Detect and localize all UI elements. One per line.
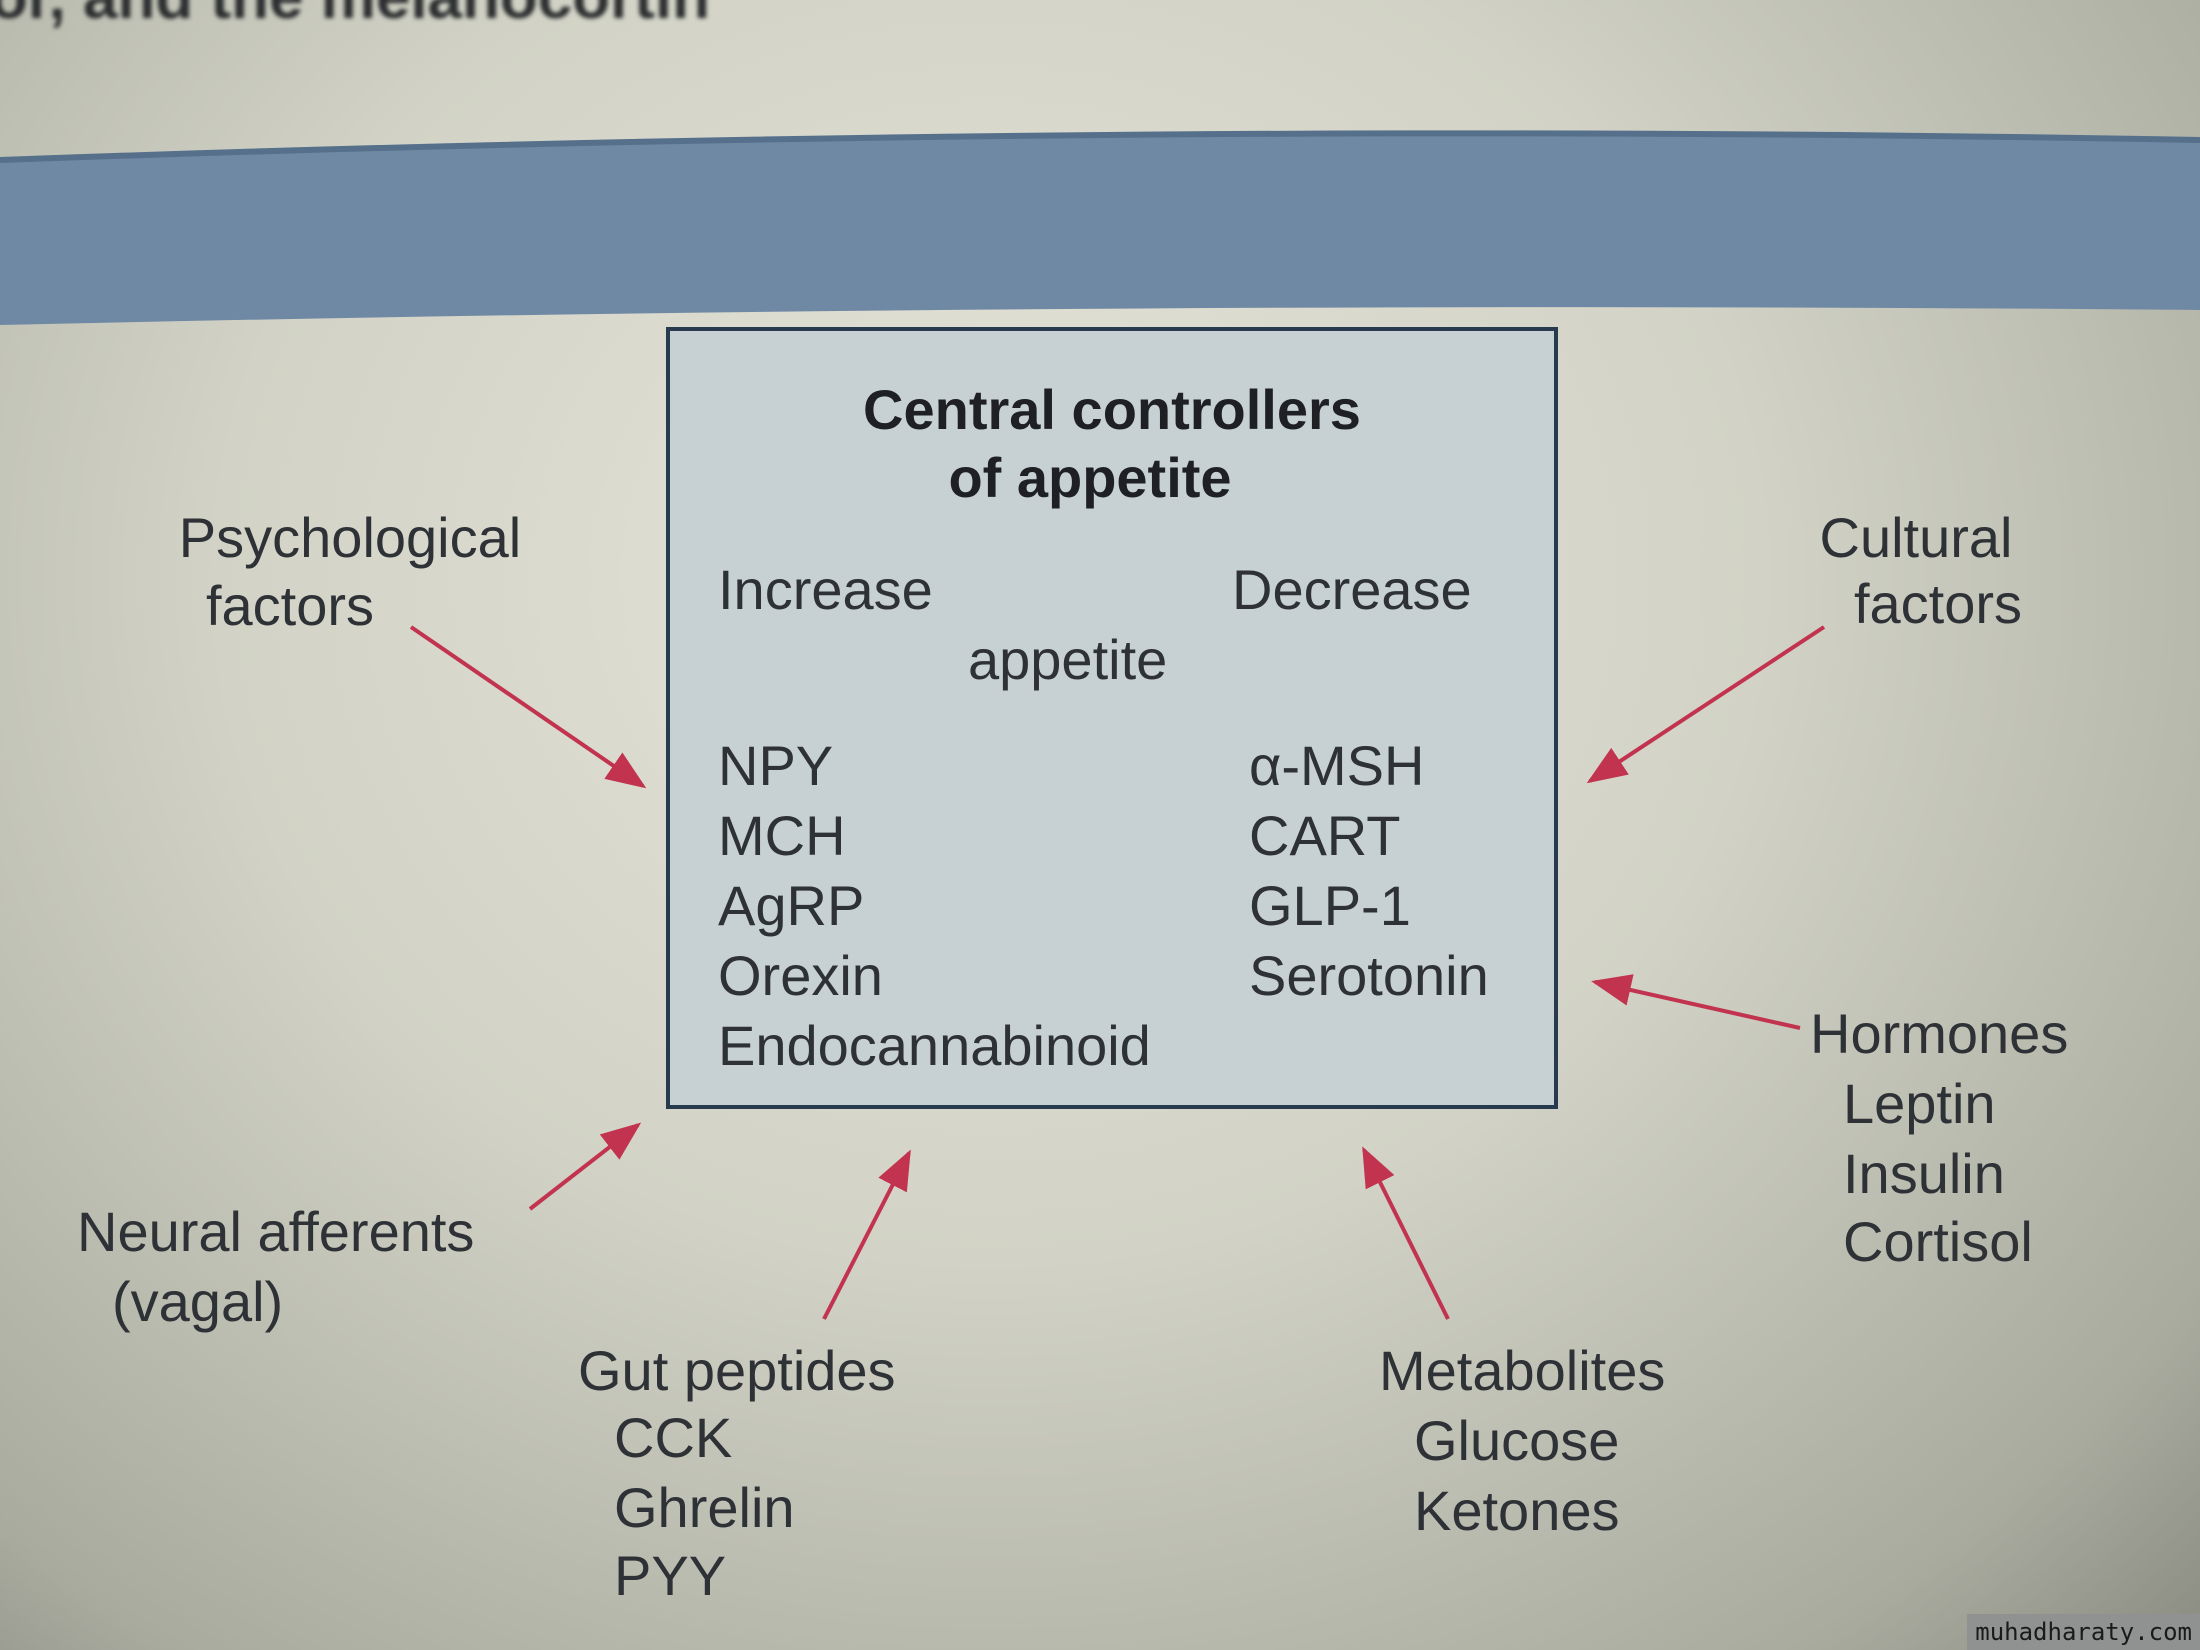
metabolites-label: Metabolites [1379,1339,1666,1402]
appetite-label: appetite [968,628,1168,691]
metabolite-item: Glucose [1414,1409,1620,1472]
arrow-neural [528,1122,642,1211]
increase-item: Orexin [718,944,883,1007]
cultural-label: Cultural [1819,506,2013,569]
increase-item: Endocannabinoid [718,1014,1151,1077]
decrease-item: Serotonin [1249,944,1489,1007]
hormone-item: Cortisol [1843,1210,2033,1273]
gut-peptide-item: CCK [614,1406,733,1469]
arrow-psychological [409,625,647,789]
arrow-metabolites [1362,1146,1450,1320]
gut-peptides-label: Gut peptides [578,1339,896,1402]
psychological-label: Psychological [178,506,522,569]
cultural-label-2: factors [1853,572,2023,635]
neural-afferents-label: Neural afferents [77,1200,475,1263]
header-band [0,130,2200,325]
arrow-hormones [1591,974,1801,1030]
gut-peptide-item: Ghrelin [614,1476,795,1539]
vagal-label: (vagal) [112,1270,284,1333]
increase-item: NPY [718,734,834,797]
psychological-label-2: factors [205,574,375,637]
metabolite-item: Ketones [1414,1479,1620,1542]
increase-item: AgRP [718,874,865,937]
cropped-page-text: or, and the melanocortin [0,0,710,33]
increase-label: Increase [718,558,933,621]
hormone-item: Insulin [1843,1142,2005,1205]
decrease-item: GLP-1 [1249,874,1411,937]
increase-item: MCH [718,804,846,867]
hormone-item: Leptin [1843,1072,1996,1135]
hormones-label: Hormones [1810,1002,2069,1065]
arrow-cultural [1586,625,1826,784]
decrease-item: α-MSH [1249,734,1425,797]
box-title-line1: Central controllers [863,378,1361,441]
gut-peptide-item: PYY [614,1544,727,1607]
decrease-item: CART [1249,804,1401,867]
box-title-line2: of appetite [948,446,1232,509]
watermark: muhadharaty.com [1967,1614,2200,1650]
central-controllers-box [666,327,1558,1109]
decrease-label: Decrease [1232,558,1472,621]
arrow-gut-peptides [822,1149,911,1320]
